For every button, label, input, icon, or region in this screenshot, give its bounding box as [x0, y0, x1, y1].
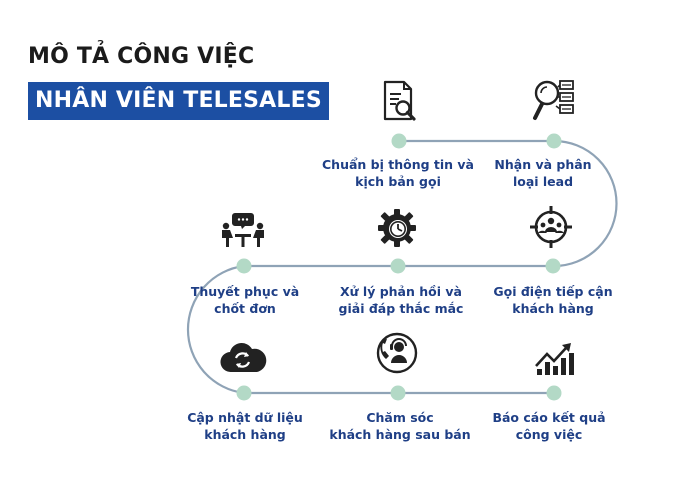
step-label-8: Báo cáo kết quả công việc — [492, 410, 606, 442]
lead-classification-icon — [529, 76, 577, 128]
step-label-3: Gọi điện tiếp cận khách hàng — [493, 284, 613, 316]
cloud-sync-icon — [218, 340, 268, 380]
step-node-3 — [545, 258, 561, 274]
step-node-6 — [236, 385, 252, 401]
page-title-line-2: NHÂN VIÊN TELESALES — [28, 82, 329, 120]
step-label-1: Chuẩn bị thông tin và kịch bản gọi — [322, 157, 474, 189]
step-node-7 — [390, 385, 406, 401]
customer-support-icon — [374, 330, 420, 380]
document-search-icon — [379, 79, 419, 127]
growth-chart-icon — [533, 340, 577, 380]
step-label-5: Thuyết phục và chốt đơn — [190, 284, 300, 316]
step-node-2 — [546, 133, 562, 149]
step-node-8 — [546, 385, 562, 401]
step-label-6: Cập nhật dữ liệu khách hàng — [187, 410, 303, 442]
step-node-1 — [391, 133, 407, 149]
step-label-2: Nhận và phân loại lead — [494, 157, 592, 189]
page-title-line-1: MÔ TẢ CÔNG VIỆC — [28, 44, 255, 69]
step-label-4: Xử lý phản hồi và giải đáp thắc mắc — [338, 284, 464, 316]
target-customers-icon — [528, 204, 574, 254]
meeting-icon — [219, 209, 267, 253]
gear-clock-icon — [375, 206, 419, 254]
step-node-4 — [390, 258, 406, 274]
step-node-5 — [236, 258, 252, 274]
step-label-7: Chăm sóc khách hàng sau bán — [329, 410, 471, 442]
